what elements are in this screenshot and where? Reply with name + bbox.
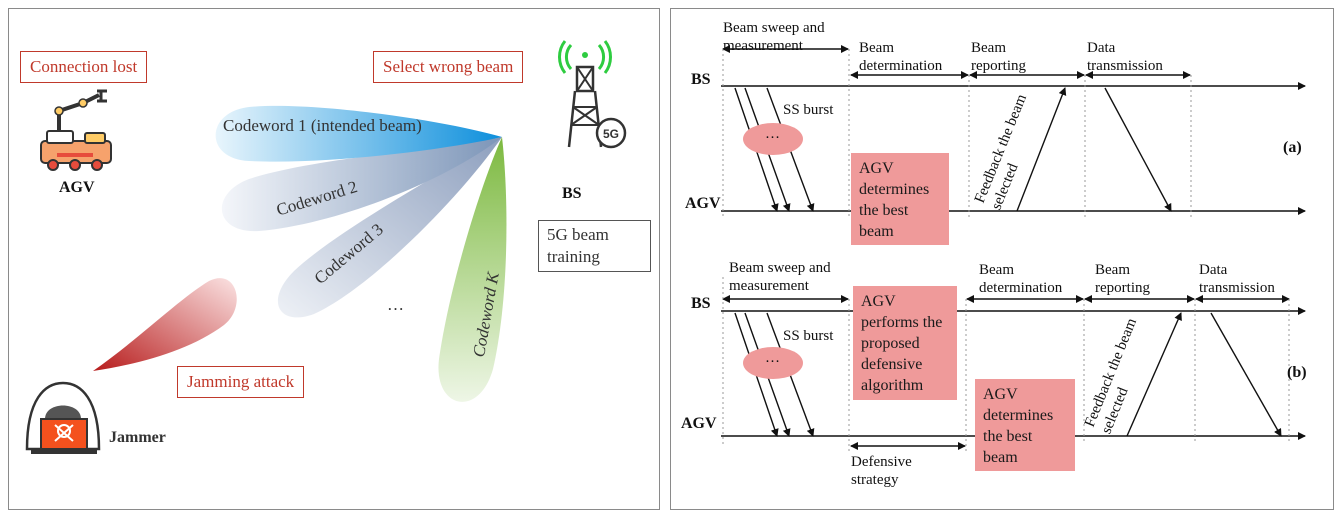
jamming-attack-label: Jamming attack: [177, 366, 305, 398]
tag-a: (a): [1283, 139, 1302, 156]
ss-burst-label-a: SS burst: [783, 102, 834, 118]
phase-beam-determination-a: Beam determination: [859, 40, 943, 74]
agv-determines-box-b: AGV determines the best beam: [975, 379, 1075, 471]
ss-burst-dots-b: …: [765, 350, 780, 366]
agv-axis-label-b: AGV: [681, 415, 717, 432]
agv-icon: [40, 89, 112, 171]
phase-beam-sweep-a: Beam sweep and measurement: [723, 20, 825, 54]
badge-5g: 5G: [603, 127, 619, 141]
select-wrong-beam-label: Select wrong beam: [373, 51, 524, 83]
codeword-ellipsis: …: [387, 295, 404, 314]
bs-label: BS: [562, 185, 582, 202]
bs-tower-icon: [558, 40, 627, 149]
defensive-strategy-label: Defensive strategy: [851, 454, 912, 488]
codeword-3-beam: [277, 137, 502, 318]
codeword-1-beam: [215, 105, 502, 162]
ss-burst-dots-a: …: [765, 126, 780, 142]
agv-axis-label-a: AGV: [685, 195, 721, 212]
phase-beam-reporting-a: Beam reporting: [971, 40, 1026, 74]
beam-training-box: 5G beam training: [538, 220, 651, 272]
jamming-beam: [93, 278, 237, 371]
scenario-panel: 5G Connection lost Select wrong beam AGV…: [8, 8, 660, 510]
tag-b: (b): [1287, 364, 1307, 381]
jammer-icon: [25, 381, 101, 454]
phase-beam-determination-b: Beam determination: [979, 262, 1063, 296]
bs-axis-label-b: BS: [691, 295, 711, 312]
ss-burst-label-b: SS burst: [783, 328, 834, 344]
jammer-label: Jammer: [109, 429, 166, 446]
agv-determines-box-a: AGV determines the best beam: [851, 153, 949, 245]
timeline-drawing: [721, 45, 1306, 454]
scenario-drawing: 5G: [25, 40, 627, 454]
bs-axis-label-a: BS: [691, 71, 711, 88]
ss-burst-ellipse-b: [743, 347, 803, 379]
phase-data-transmission-a: Data transmission: [1087, 40, 1163, 74]
codeword-2-beam: [221, 137, 502, 232]
phase-beam-reporting-b: Beam reporting: [1095, 262, 1150, 296]
agv-label: AGV: [59, 179, 95, 196]
phase-data-transmission-b: Data transmission: [1199, 262, 1275, 296]
ss-burst-ellipse-a: [743, 123, 803, 155]
phase-beam-sweep-b: Beam sweep and measurement: [729, 260, 831, 294]
agv-performs-box-b: AGV performs the proposed defensive algo…: [853, 286, 957, 400]
timeline-panel: Beam sweep and measurement Beam determin…: [670, 8, 1334, 510]
connection-lost-label: Connection lost: [20, 51, 148, 83]
codeword-1-label: Codeword 1 (intended beam): [223, 116, 422, 135]
codeword-k-beam: [438, 137, 507, 402]
